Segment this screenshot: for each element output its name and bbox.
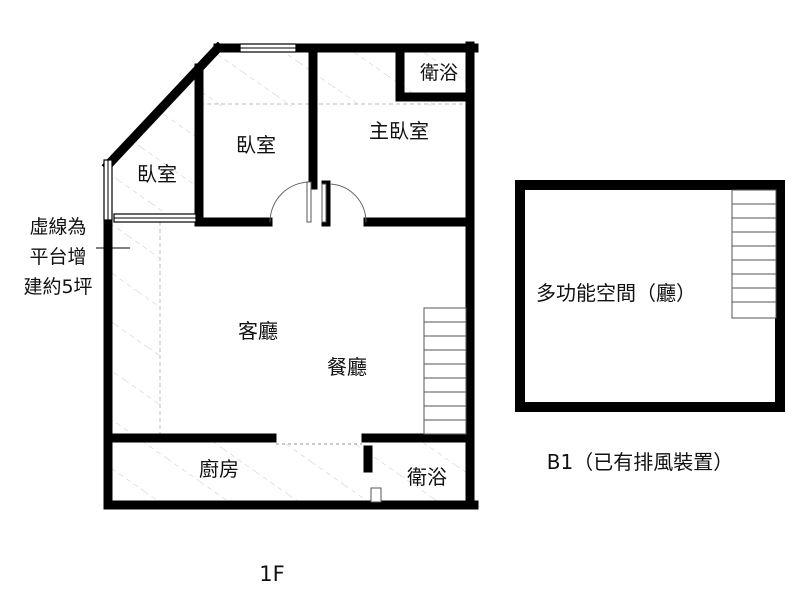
floor-b1-caption: B1（已有排風裝置） — [547, 450, 733, 474]
sliding-door — [113, 213, 197, 223]
door-swings — [269, 181, 367, 223]
terrace-note: 虛線為 平台增 建約5坪 — [8, 212, 108, 302]
terrace-note-line-2: 平台增 — [29, 246, 87, 268]
terrace-hatching — [112, 52, 472, 504]
room-label-kitchen: 廚房 — [199, 457, 239, 481]
window-top — [239, 43, 297, 53]
terrace-note-line-3: 建約5坪 — [23, 276, 93, 298]
room-label-master-bedroom: 主臥室 — [369, 119, 429, 143]
room-label-bedroom-mid: 臥室 — [236, 133, 276, 157]
room-label-bedroom-left: 臥室 — [137, 162, 177, 186]
stairs-1f — [423, 307, 467, 435]
stairs-b1 — [731, 189, 777, 319]
room-label-bath-bottom: 衛浴 — [407, 465, 447, 489]
room-label-multipurpose: 多功能空間（廳） — [536, 281, 696, 305]
room-label-bath-top: 衛浴 — [420, 62, 458, 84]
room-label-living-room: 客廳 — [238, 319, 278, 343]
window-left — [103, 159, 113, 221]
bath-fixture — [370, 487, 382, 503]
floor-1-caption: 1F — [259, 562, 284, 586]
floor-b1-walls — [515, 180, 785, 412]
terrace-note-line-1: 虛線為 — [29, 216, 87, 238]
room-label-dining-room: 餐廳 — [327, 355, 367, 379]
